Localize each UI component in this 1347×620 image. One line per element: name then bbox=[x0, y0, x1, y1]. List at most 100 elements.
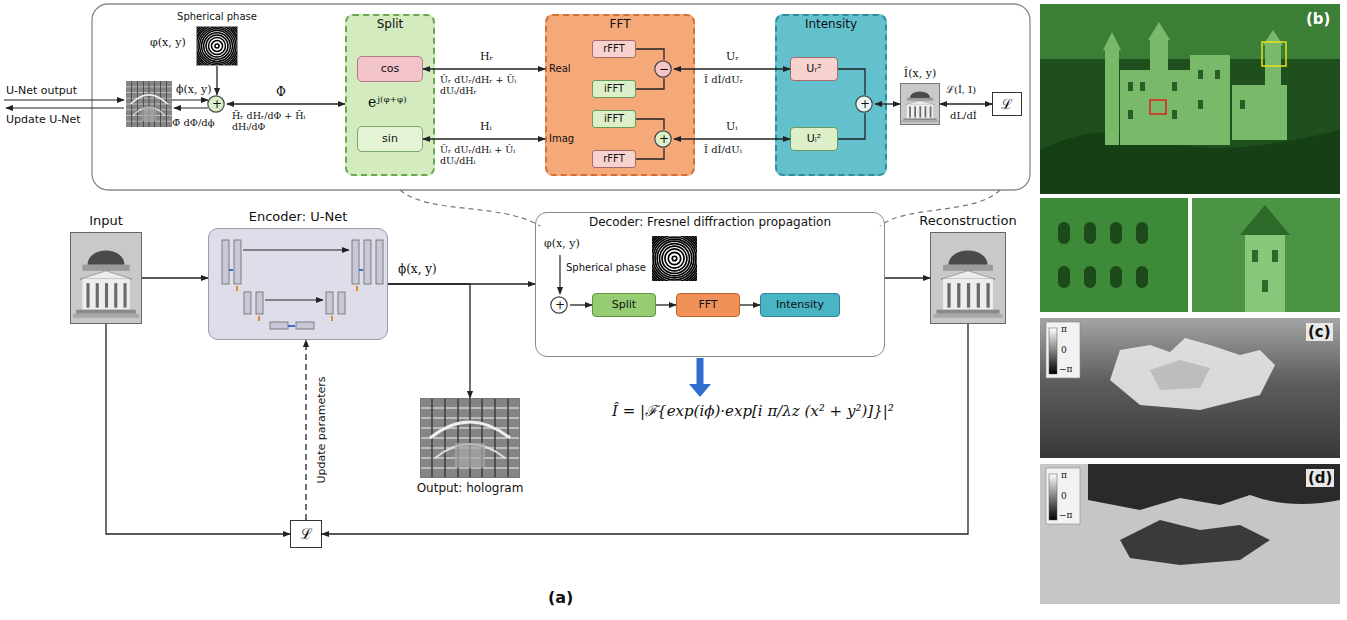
label-holder: Φ bbox=[276, 85, 286, 99]
module-box: FFTrFFTiFFTiFFTrFFT−+ bbox=[545, 14, 695, 176]
loss-term: ℒ(Î, I) bbox=[946, 84, 976, 96]
illustration-part bbox=[1040, 4, 1340, 194]
sum-junction: + bbox=[207, 95, 227, 113]
math-symbol: ϕ(x, y) bbox=[398, 262, 437, 276]
branch-name: Real bbox=[549, 63, 571, 75]
illustration-part bbox=[1040, 198, 1188, 312]
gradient-term: Ūᵣ dUᵣ/dHᵢ + Ūᵢ dUᵢ/dHᵢ bbox=[440, 144, 542, 167]
connector bbox=[636, 119, 664, 130]
illustration-part bbox=[6, 107, 124, 108]
illustration-part bbox=[1103, 32, 1121, 50]
illustration-part bbox=[1040, 318, 1340, 458]
illustration-part bbox=[1245, 235, 1285, 312]
illustration-part bbox=[1049, 474, 1057, 520]
node-text: ℒ bbox=[300, 525, 313, 543]
illustration-part bbox=[1232, 85, 1287, 140]
label-holder: 0 bbox=[1061, 491, 1067, 502]
label-holder: ϕ(x, y) bbox=[176, 83, 212, 96]
hologram-thumbnail bbox=[126, 81, 172, 127]
label-holder: Φ̄ dΦ/dϕ bbox=[172, 117, 215, 129]
illustration-part bbox=[1128, 110, 1133, 119]
illustration-part bbox=[1272, 250, 1278, 262]
connector bbox=[423, 68, 545, 69]
math-symbol: Uᵢ bbox=[726, 120, 737, 133]
process-box: sin bbox=[357, 126, 423, 152]
illustration-part bbox=[1150, 360, 1210, 390]
node-text: Split bbox=[377, 17, 404, 31]
gradient-term: Ī dÎ/dUᵣ bbox=[704, 74, 743, 86]
illustration-part bbox=[400, 190, 540, 226]
hologram-image bbox=[420, 398, 520, 478]
math-symbol: Hᵣ bbox=[480, 50, 493, 63]
label-holder: Ī dÎ/dUᵣ bbox=[704, 74, 743, 86]
image-box: Output: hologram bbox=[420, 398, 520, 478]
illustration-part bbox=[1240, 100, 1245, 109]
feedback-label: Update parameters bbox=[315, 376, 328, 483]
connector bbox=[885, 277, 930, 278]
difference-junction: − bbox=[654, 60, 674, 78]
module-box: IntensityUᵣ²Uᵢ²+ bbox=[775, 14, 887, 176]
label-holder: dL/dÎ bbox=[950, 110, 977, 122]
label-holder: 0 bbox=[1061, 345, 1067, 356]
sum-junction: + bbox=[654, 130, 674, 148]
encoder-box: Encoder: U-Net bbox=[208, 228, 388, 340]
label-holder: −π bbox=[1059, 364, 1072, 375]
junction-circle bbox=[655, 61, 671, 77]
illustration-part bbox=[1240, 205, 1290, 235]
illustration-part bbox=[4, 99, 124, 100]
colorbar-tick: −π bbox=[1059, 510, 1072, 521]
illustration-part bbox=[1084, 266, 1096, 288]
sum-junction: + bbox=[855, 95, 875, 113]
illustration-part bbox=[1088, 464, 1340, 510]
connector bbox=[388, 284, 470, 398]
illustration-part bbox=[1198, 70, 1203, 79]
illustration-part bbox=[1058, 222, 1070, 244]
label-holder: H̄ᵣ dHᵣ/dΦ + H̄ᵢ dHᵢ/dΦ bbox=[232, 110, 340, 133]
connector bbox=[875, 103, 900, 104]
illustration-part bbox=[296, 322, 314, 329]
node-text: rFFT bbox=[603, 153, 625, 165]
label-holder: −π bbox=[1059, 510, 1072, 521]
label-holder: Update parameters bbox=[315, 376, 328, 483]
caption-text: Spherical phase bbox=[566, 262, 646, 274]
node-text: + bbox=[860, 97, 870, 111]
node-text: iFFT bbox=[604, 113, 624, 125]
illustration-part bbox=[1049, 328, 1057, 374]
connector bbox=[423, 138, 545, 139]
input-image bbox=[70, 232, 142, 324]
label-holder: Ūᵣ dUᵣ/dHᵢ + Ūᵢ dUᵢ/dHᵢ bbox=[440, 144, 542, 167]
illustration-part bbox=[1190, 55, 1230, 145]
panel-letter: (a) bbox=[548, 588, 573, 607]
illustration-part bbox=[1058, 266, 1070, 288]
illustration-part bbox=[256, 292, 263, 314]
illustration-part bbox=[288, 325, 295, 327]
encoder-fill bbox=[208, 228, 388, 340]
spherical-phase-thumbnail bbox=[644, 228, 705, 289]
illustration-part bbox=[1262, 280, 1268, 292]
illustration-part bbox=[359, 269, 363, 271]
illustration-part bbox=[1110, 266, 1122, 288]
phase-map bbox=[1040, 318, 1340, 458]
illustration-part bbox=[222, 240, 229, 284]
connector bbox=[674, 68, 790, 69]
gradient-term: Ī dÎ/dUᵢ bbox=[704, 144, 742, 156]
junction-circle bbox=[655, 131, 671, 147]
illustration-part bbox=[1140, 82, 1145, 91]
illustration-part bbox=[338, 292, 345, 314]
node-text: cos bbox=[381, 62, 400, 75]
label-holder: π bbox=[1061, 470, 1067, 481]
connector bbox=[570, 304, 592, 305]
process-box: cos bbox=[357, 56, 423, 82]
node-text: Uᵣ² bbox=[806, 62, 821, 75]
loss-box: ℒ bbox=[992, 92, 1022, 116]
gradient-term: Ūᵣ dUᵣ/dHᵣ + Ūᵢ dUᵢ/dHᵣ bbox=[440, 74, 542, 97]
process-box: Intensity bbox=[760, 293, 840, 317]
illustration-part bbox=[1192, 198, 1340, 312]
illustration-part bbox=[1252, 250, 1278, 292]
node-text: FFT bbox=[698, 298, 717, 311]
connector bbox=[216, 66, 217, 95]
process-box: Uᵣ² bbox=[790, 57, 838, 81]
node-text: Output: hologram bbox=[417, 481, 524, 495]
illustration-part bbox=[1172, 110, 1177, 119]
illustration-part bbox=[1265, 45, 1281, 90]
